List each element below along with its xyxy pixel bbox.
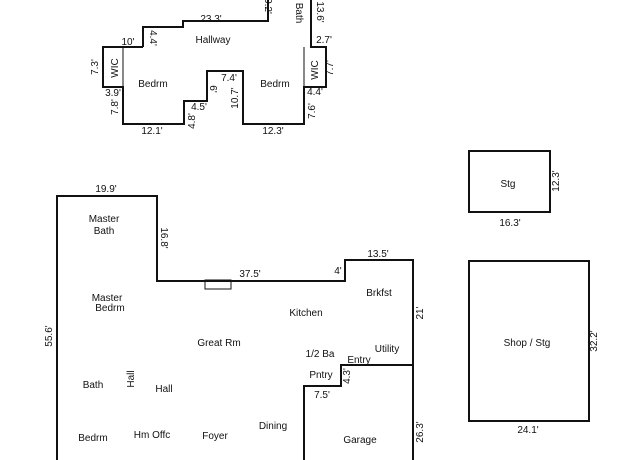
dim-notch-mid-height: 6' (207, 85, 218, 93)
room-utility: Utility (375, 344, 399, 355)
dim-wic-right-height: 7.7' (325, 60, 336, 76)
room-kitchen: Kitchen (289, 308, 322, 319)
dim-storage-height: 12.3' (551, 170, 562, 191)
room-entry: Entry (347, 355, 370, 366)
dim-bedrm-left-side: 7.8' (110, 99, 121, 115)
dim-bath-right: 13.6' (314, 1, 325, 22)
main-floor-outline (56, 195, 414, 460)
room-storage: Stg (500, 179, 515, 190)
room-bedrm: Bedrm (78, 433, 107, 444)
storage-outline (468, 150, 551, 213)
upper-floor-outline (142, 0, 269, 47)
dim-brkfst-top: 13.5' (367, 249, 388, 260)
dim-pntry-height: 4.3' (342, 368, 353, 384)
room-hm-offc: Hm Offc (134, 430, 170, 441)
dim-left-top: 10' (121, 37, 134, 48)
dim-notch-left-height: 4.8' (187, 113, 198, 129)
dim-shop-height: 32.2' (589, 330, 600, 351)
room-foyer: Foyer (202, 431, 228, 442)
room-bedroom-left: Bedrm (138, 79, 167, 90)
dim-top-left: 19.9' (95, 184, 116, 195)
dim-wic-left-height: 7.3' (90, 59, 101, 75)
main-floor: Master Bath Master Bedrm Kitchen Brkfst … (44, 184, 426, 460)
room-master-bath-line1: Master (89, 214, 120, 225)
room-hall-vertical: Hall (126, 370, 137, 387)
room-brkfst: Brkfst (366, 288, 392, 299)
room-half-bath: 1/2 Ba (306, 349, 335, 360)
dim-notch-top-width: 7.4' (221, 73, 237, 84)
dim-storage-width: 16.3' (499, 218, 520, 229)
upper-floor-outline-right (102, 0, 327, 125)
upper-floor: Hallway Bath Bedrm Bedrm WIC WIC 23.3' 9… (90, 0, 336, 137)
room-bath: Bath (83, 380, 104, 391)
dim-great-wall: 37.5' (239, 269, 260, 280)
room-master-bath-line2: Bath (94, 226, 115, 237)
fireplace (204, 279, 232, 290)
dim-notch-width-low: 4.5' (191, 102, 207, 113)
dim-notch-right-height: 10.7' (230, 87, 241, 108)
shop-outline (468, 260, 590, 422)
dim-bedrm-left-bottom: 12.1' (141, 126, 162, 137)
dim-bath-wall: 9.2' (262, 0, 273, 14)
room-wic-left: WIC (110, 58, 121, 77)
dim-wic-right-width: 4.4' (307, 87, 323, 98)
room-wic-right: WIC (310, 60, 321, 79)
dim-wic-left-width: 3.9' (105, 88, 121, 99)
dim-kitchen-side: 21' (415, 306, 426, 319)
room-bath-upper: Bath (293, 3, 304, 24)
dim-top-wall: 23.3' (200, 14, 221, 25)
room-shop: Shop / Stg (504, 338, 551, 349)
shop-building: Shop / Stg 24.1' 32.2' (468, 260, 600, 436)
room-master-bedrm-line1: Master (92, 293, 123, 304)
storage-building: Stg 16.3' 12.3' (468, 150, 562, 229)
dim-master-bath-side: 16.8' (158, 227, 169, 248)
dim-small-step: 4' (334, 266, 342, 277)
dim-right-step: 2.7' (316, 35, 332, 46)
room-dining: Dining (259, 421, 287, 432)
room-pntry: Pntry (309, 370, 332, 381)
room-garage: Garage (343, 435, 377, 446)
room-hall: Hall (155, 384, 172, 395)
room-great-rm: Great Rm (197, 338, 240, 349)
dim-pntry-width: 7.5' (314, 390, 330, 401)
dim-left-side: 55.6' (44, 325, 55, 346)
dim-step-left: 4.4' (147, 30, 158, 46)
room-master-bedrm-line2: Bedrm (95, 303, 124, 314)
dim-shop-width: 24.1' (517, 425, 538, 436)
dim-bedrm-right-bottom: 12.3' (262, 126, 283, 137)
dim-garage-side: 26.3' (415, 421, 426, 442)
room-hallway: Hallway (195, 35, 230, 46)
dim-bedrm-right-side: 7.6' (307, 103, 318, 119)
garage-wall (303, 364, 413, 460)
room-bedroom-right: Bedrm (260, 79, 289, 90)
